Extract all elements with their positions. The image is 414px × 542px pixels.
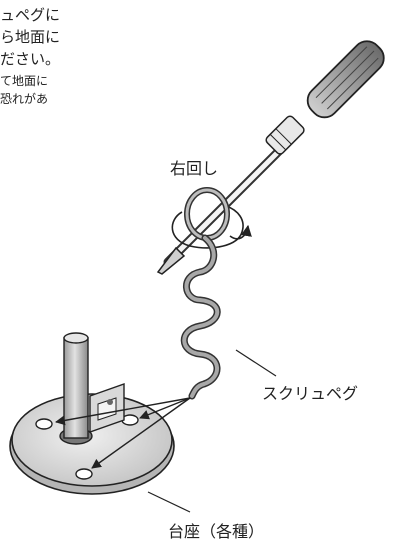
peg-label: スクリュペグ (262, 384, 359, 403)
rotation-arrow (171, 205, 252, 249)
peg-direction-arrows (55, 397, 191, 469)
screwdriver-handle (306, 40, 385, 119)
instruction-line-3: ださい。 (0, 50, 61, 68)
instruction-line-4: て地面に (0, 74, 49, 88)
peg-hole (75, 468, 93, 480)
rotation-label: 右回し (170, 159, 219, 178)
screwdriver-shaft (163, 135, 295, 267)
base-stand-illustration (9, 332, 175, 495)
screwdriver-tip (156, 246, 186, 275)
instruction-line-5: 恐れがあ (0, 92, 49, 106)
screw-peg-illustration (180, 187, 230, 400)
base-leader-line (147, 491, 191, 513)
peg-hole (35, 418, 53, 430)
instruction-line-2: ら地面に (0, 28, 61, 46)
screwdriver-illustration (156, 40, 385, 275)
base-label: 台座（各種） (168, 522, 265, 541)
peg-leader-line (235, 349, 277, 377)
instruction-line-1: ュペグに (0, 6, 61, 24)
screwdriver-ferrule (265, 115, 305, 155)
